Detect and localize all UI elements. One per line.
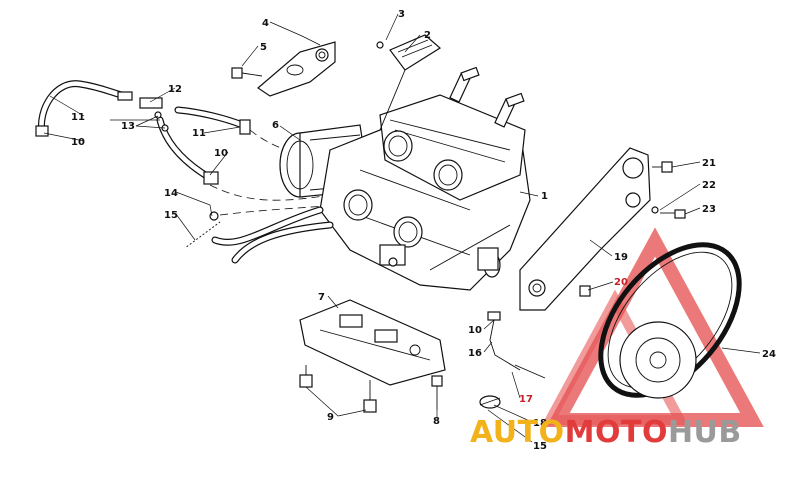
callout-3: 3	[398, 9, 405, 20]
callout-9: 9	[327, 412, 334, 423]
engine-mount-bracket-top	[257, 41, 336, 97]
engine-mount-plate-right	[519, 147, 651, 311]
callout-18: 18	[533, 418, 547, 429]
hose-clamps	[203, 119, 251, 185]
callout-10-lower: 10	[468, 325, 482, 336]
callout-17: 17	[519, 394, 533, 405]
callout-20: 20	[614, 277, 628, 288]
watermark-moto: MOTO	[564, 415, 668, 450]
mount-bolt	[231, 67, 263, 79]
oil-filler-cap	[376, 34, 442, 131]
exhaust-stud	[514, 364, 546, 379]
engine-assembly	[319, 66, 531, 291]
callout-8: 8	[433, 416, 440, 427]
callout-13: 13	[121, 121, 135, 132]
callout-11-middle: 11	[192, 128, 206, 139]
watermark-hub: HUB	[667, 415, 742, 450]
callout-10-left: 10	[71, 137, 85, 148]
callout-6: 6	[272, 120, 279, 131]
callout-5: 5	[260, 42, 267, 53]
spring-clip	[479, 395, 501, 409]
callout-1: 1	[541, 191, 548, 202]
callout-2: 2	[424, 30, 431, 41]
watermark-auto: AUTO	[470, 415, 565, 450]
callout-21: 21	[702, 158, 716, 169]
callout-19: 19	[614, 252, 628, 263]
callout-12: 12	[168, 84, 182, 95]
watermark-logo-text: AUTOMOTOHUB	[470, 415, 742, 450]
mount-bolt-lower	[431, 375, 443, 410]
callout-24: 24	[762, 349, 776, 360]
callout-11-left: 11	[71, 112, 85, 123]
callout-16: 16	[468, 348, 482, 359]
callout-22: 22	[702, 180, 716, 191]
fuel-hose-middle	[156, 106, 249, 182]
exhaust-spring	[183, 211, 222, 250]
callout-14: 14	[164, 188, 178, 199]
callout-7: 7	[318, 292, 325, 303]
fuel-fitting-tee	[117, 91, 169, 132]
callout-15-left: 15	[164, 210, 178, 221]
callout-10-middle: 10	[214, 148, 228, 159]
callout-15-lower: 15	[533, 441, 547, 452]
fuel-hose-left	[35, 80, 129, 137]
callout-23: 23	[702, 204, 716, 215]
callout-4: 4	[262, 18, 269, 29]
leader-lines	[43, 13, 761, 443]
drive-belt	[598, 242, 742, 399]
engine-mount-bracket-lower	[299, 299, 446, 386]
